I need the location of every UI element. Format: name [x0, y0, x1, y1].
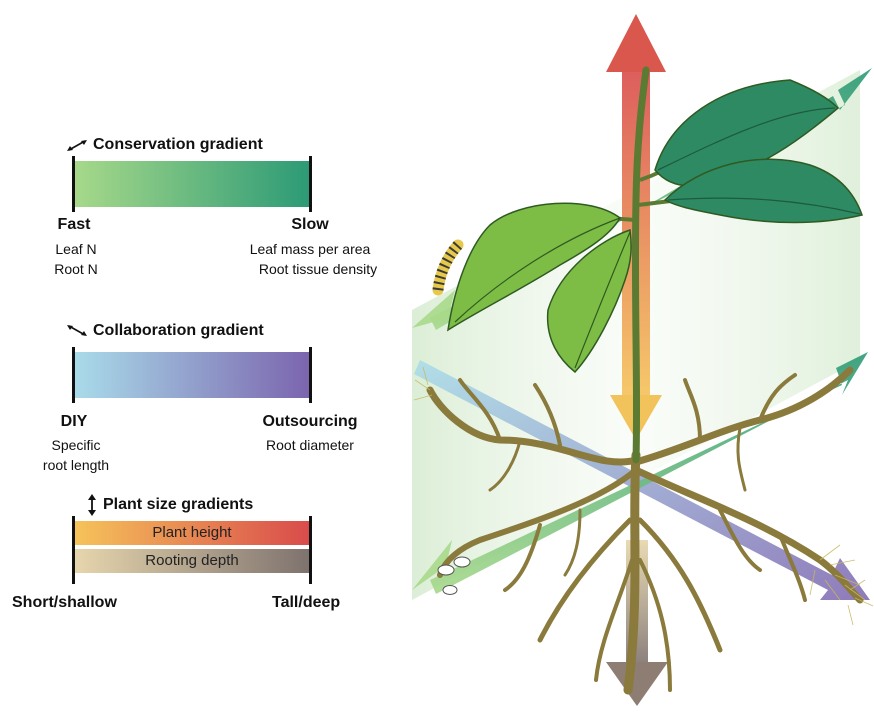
collaboration-heading: Collaboration gradient	[66, 322, 264, 340]
size-right-label: Tall/deep	[272, 594, 340, 612]
vertical-double-arrow-icon	[86, 494, 98, 516]
conservation-left-trait-1: Leaf N	[55, 239, 96, 259]
conservation-left-label: Fast	[58, 216, 91, 234]
conservation-right-label: Slow	[291, 216, 328, 234]
caterpillar	[438, 245, 458, 290]
diagonal-double-arrow-icon	[66, 323, 88, 339]
conservation-right-tick	[309, 156, 312, 212]
size-right-tick	[309, 516, 312, 584]
size-left-label: Short/shallow	[12, 594, 117, 612]
collaboration-right-label: Outsourcing	[262, 413, 357, 431]
conservation-heading: Conservation gradient	[66, 136, 263, 154]
conservation-left-tick	[72, 156, 75, 212]
size-heading: Plant size gradients	[86, 494, 253, 516]
conservation-right-trait-2: Root tissue density	[259, 259, 377, 279]
conservation-gradient-bar	[74, 161, 310, 207]
collaboration-title: Collaboration gradient	[93, 322, 264, 340]
collaboration-gradient-bar	[74, 352, 310, 398]
conservation-title: Conservation gradient	[93, 136, 263, 154]
collaboration-left-label: DIY	[61, 413, 88, 431]
gradient-legend: Conservation gradient Fast Leaf N Root N…	[0, 0, 400, 712]
conservation-left-trait-2: Root N	[54, 259, 98, 279]
rooting-depth-label: Rooting depth	[74, 549, 310, 573]
collaboration-left-trait-1: Specific	[51, 435, 100, 455]
plant-illustration	[400, 0, 874, 712]
collaboration-left-trait-2: root length	[43, 455, 109, 475]
collaboration-right-tick	[309, 347, 312, 403]
diagonal-double-arrow-icon	[66, 137, 88, 153]
rooting-depth-bar: Rooting depth	[74, 549, 310, 573]
conservation-right-trait-1: Leaf mass per area	[250, 239, 371, 259]
size-left-tick	[72, 516, 75, 584]
size-title: Plant size gradients	[103, 496, 253, 514]
collaboration-right-trait-1: Root diameter	[266, 435, 354, 455]
collaboration-left-tick	[72, 347, 75, 403]
plant-height-label: Plant height	[74, 521, 310, 545]
plant-height-bar: Plant height	[74, 521, 310, 545]
